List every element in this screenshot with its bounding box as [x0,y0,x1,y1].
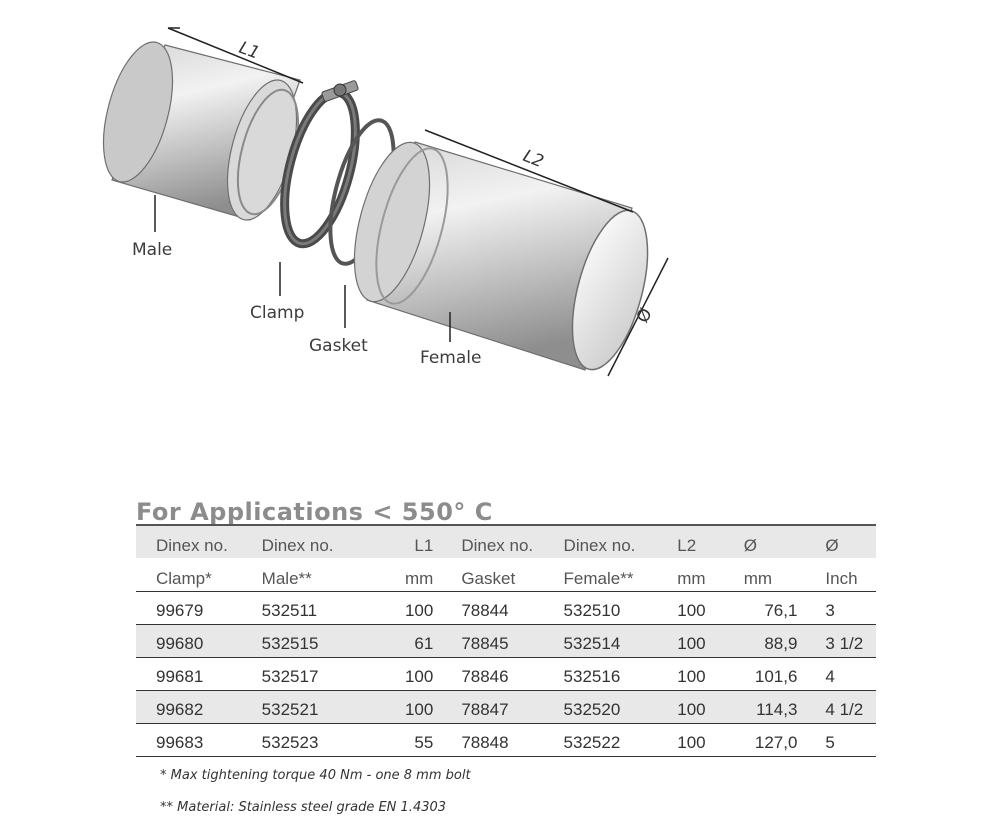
clamp-part [280,80,360,249]
male-no-cell: 532521 [241,690,362,724]
table-row: 99681 532517 100 78846 532516 100 101,6 … [136,657,876,691]
diameter-mm-cell: 88,9 [723,624,806,658]
table-row: 99680 532515 61 78845 532514 100 88,9 3 … [136,624,876,658]
section-heading: For Applications < 550° C [136,498,493,526]
header-cell: Clamp* [136,558,242,592]
l1-cell: 100 [361,690,442,724]
female-label: Female [420,348,482,368]
clamp-no-cell: 99679 [136,591,242,625]
dimension-lines [154,27,669,377]
female-no-cell: 532514 [543,624,658,658]
diameter-inch-cell: 4 [805,657,876,691]
header-row-2: Clamp* Male** mm Gasket Female** mm mm I… [136,558,876,592]
diameter-label: Ø [633,305,657,326]
l2-cell: 100 [657,657,724,691]
male-no-cell: 532511 [241,591,362,625]
gasket-no-cell: 78845 [441,624,544,658]
diameter-mm-cell: 114,3 [723,690,806,724]
header-cell: mm [723,558,806,592]
l1-cell: 55 [361,723,442,757]
header-cell: Dinex no. [241,524,362,558]
clamp-no-cell: 99681 [136,657,242,691]
l1-cell: 100 [361,591,442,625]
table-row: 99683 532523 55 78848 532522 100 127,0 5 [136,723,876,757]
header-row-1: Dinex no. Dinex no. L1 Dinex no. Dinex n… [136,524,876,558]
gasket-label: Gasket [309,336,368,356]
male-pipe [102,41,301,221]
header-cell: mm [361,558,442,592]
clamp-no-cell: 99680 [136,624,242,658]
table-row: 99682 532521 100 78847 532520 100 114,3 … [136,690,876,724]
female-pipe [353,141,649,371]
clamp-label: Clamp [250,303,305,323]
clamp-no-cell: 99683 [136,723,242,757]
header-cell: Dinex no. [136,524,242,558]
male-no-cell: 532515 [241,624,362,658]
diameter-inch-cell: 3 [805,591,876,625]
table-row: 99679 532511 100 78844 532510 100 76,1 3 [136,591,876,625]
header-cell: Dinex no. [543,524,658,558]
diameter-inch-cell: 5 [805,723,876,757]
l1-cell: 100 [361,657,442,691]
footnote-torque: * Max tightening torque 40 Nm - one 8 mm… [160,768,471,783]
pipe-clamp-illustration: L1 L2 Ø [102,27,669,377]
gasket-no-cell: 78847 [441,690,544,724]
l1-label: L1 [236,38,262,64]
header-cell: L1 [361,524,442,558]
diameter-inch-cell: 4 1/2 [805,690,876,724]
female-no-cell: 532520 [543,690,658,724]
footnote-material: ** Material: Stainless steel grade EN 1.… [160,800,447,815]
l2-cell: 100 [657,624,724,658]
diameter-inch-cell: 3 1/2 [805,624,876,658]
female-no-cell: 532516 [543,657,658,691]
l2-cell: 100 [657,723,724,757]
header-cell: Male** [241,558,362,592]
header-cell: Ø [723,524,806,558]
male-no-cell: 532523 [241,723,362,757]
header-cell: L2 [657,524,724,558]
gasket-no-cell: 78848 [441,723,544,757]
diameter-mm-cell: 127,0 [723,723,806,757]
male-no-cell: 532517 [241,657,362,691]
header-cell: Female** [543,558,658,592]
diameter-mm-cell: 101,6 [723,657,806,691]
l2-cell: 100 [657,690,724,724]
header-cell: Ø [805,524,876,558]
diameter-mm-cell: 76,1 [723,591,806,625]
header-cell: Gasket [441,558,544,592]
female-no-cell: 532510 [543,591,658,625]
l1-cell: 61 [361,624,442,658]
gasket-no-cell: 78846 [441,657,544,691]
l2-cell: 100 [657,591,724,625]
clamp-no-cell: 99682 [136,690,242,724]
male-label: Male [132,240,173,260]
female-no-cell: 532522 [543,723,658,757]
gasket-no-cell: 78844 [441,591,544,625]
header-cell: Dinex no. [441,524,544,558]
spec-table: Dinex no. Dinex no. L1 Dinex no. Dinex n… [136,524,876,757]
header-cell: Inch [805,558,876,592]
header-cell: mm [657,558,724,592]
